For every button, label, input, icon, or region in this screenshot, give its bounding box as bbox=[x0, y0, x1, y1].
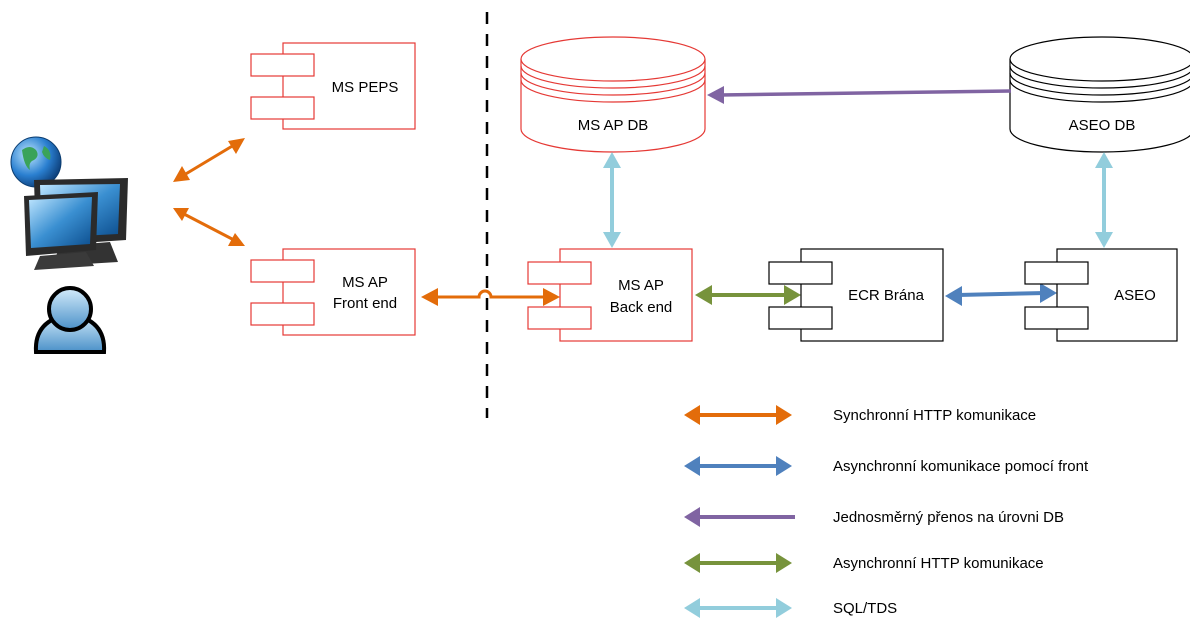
ms-ap-db-cylinder: MS AP DB bbox=[520, 36, 706, 153]
ms-ap-backend-label-line1: MS AP bbox=[618, 277, 664, 294]
legend-item-sql-tds: SQL/TDS bbox=[684, 598, 897, 618]
client-frontend-connector bbox=[173, 208, 245, 246]
client-peps-connector bbox=[173, 138, 245, 182]
legend-item-sync-http: Synchronní HTTP komunikace bbox=[684, 405, 1036, 425]
legend-label-sync-http: Synchronní HTTP komunikace bbox=[833, 407, 1036, 424]
ms-ap-backend-label-line2: Back end bbox=[610, 299, 673, 316]
ms-peps-label: MS PEPS bbox=[332, 79, 399, 96]
aseo-db-to-ms-ap-db-connector bbox=[707, 86, 1012, 104]
ecr-brana-label: ECR Brána bbox=[848, 287, 925, 304]
legend-item-async-http: Asynchronní HTTP komunikace bbox=[684, 553, 1044, 573]
ecr-brana-component: ECR Brána bbox=[768, 248, 944, 342]
aseo-component: ASEO bbox=[1024, 248, 1178, 342]
ms-ap-db-label: MS AP DB bbox=[578, 117, 649, 134]
legend-label-async-queue: Asynchronní komunikace pomocí front bbox=[833, 458, 1089, 475]
legend-label-sql-tds: SQL/TDS bbox=[833, 600, 897, 617]
ms-ap-frontend-label-line1: MS AP bbox=[342, 274, 388, 291]
ms-ap-frontend-component: MS AP Front end bbox=[250, 248, 416, 336]
aseo-db-aseo-connector bbox=[1095, 152, 1113, 248]
frontend-backend-connector bbox=[421, 288, 560, 306]
aseo-db-label: ASEO DB bbox=[1069, 117, 1136, 134]
legend-label-db-transfer: Jednosměrný přenos na úrovni DB bbox=[833, 509, 1064, 526]
aseo-db-cylinder: ASEO DB bbox=[1009, 36, 1190, 153]
ms-ap-db-backend-connector bbox=[603, 152, 621, 248]
user-icon bbox=[33, 286, 107, 354]
ms-ap-frontend-label-line2: Front end bbox=[333, 295, 397, 312]
legend-label-async-http: Asynchronní HTTP komunikace bbox=[833, 555, 1044, 572]
aseo-label: ASEO bbox=[1114, 287, 1156, 304]
legend-item-async-queue: Asynchronní komunikace pomocí front bbox=[684, 456, 1089, 476]
legend: Synchronní HTTP komunikace Asynchronní k… bbox=[684, 405, 1089, 618]
ms-ap-backend-component: MS AP Back end bbox=[527, 248, 693, 342]
ecr-aseo-connector bbox=[945, 283, 1057, 306]
backend-ecr-connector bbox=[695, 285, 801, 305]
globe-computer-icon bbox=[10, 136, 128, 270]
legend-item-db-transfer: Jednosměrný přenos na úrovni DB bbox=[684, 507, 1064, 527]
ms-peps-component: MS PEPS bbox=[250, 42, 416, 130]
